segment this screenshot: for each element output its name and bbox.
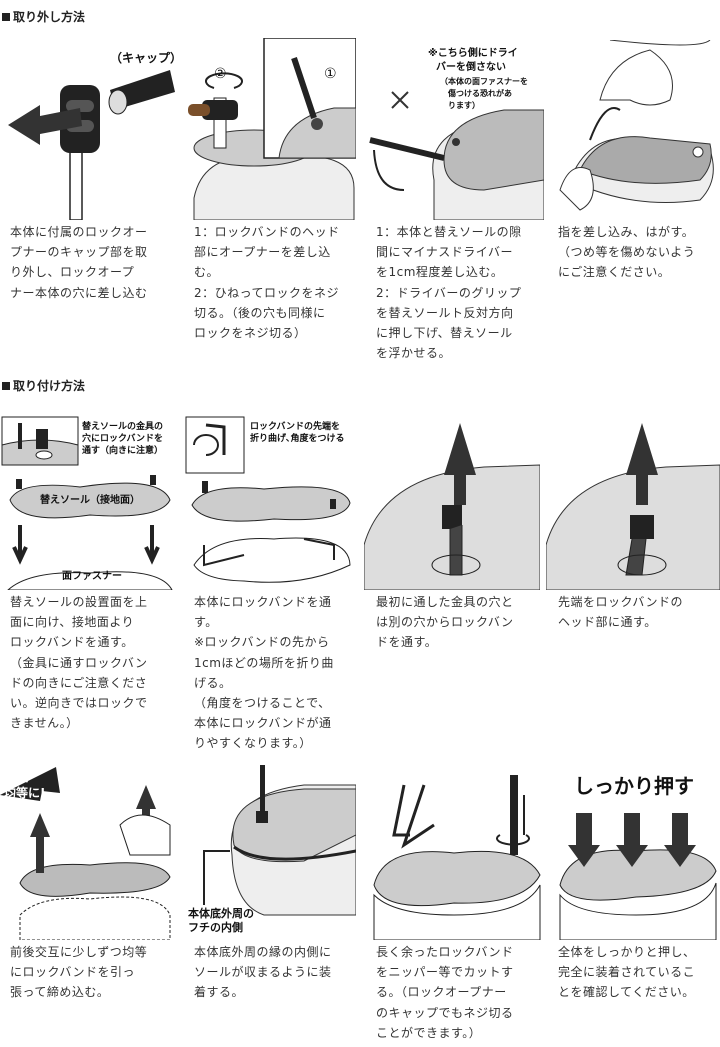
removal-step3-text: 1：本体と替えソールの隙 間にマイナスドライバー を1cm程度差し込む。 2：ド… [376, 225, 522, 361]
warning-label-5: ります） [448, 100, 480, 110]
install-step4-illustration [546, 415, 720, 590]
removal-step2-text: 1：ロックバンドのヘッド 部にオープナーを差し込 む。 2：ひねってロックをネジ… [194, 225, 340, 341]
removal-step2-illustration: ② ① [184, 38, 356, 220]
square-bullet-icon [2, 382, 10, 390]
install-step7-illustration [364, 765, 544, 940]
install-step5-illustration: 前後 均等に! [0, 765, 180, 940]
removal-step1-text: 本体に付属のロックオー プナーのキャップ部を取 り外し、ロックオープ ナー本体の… [10, 225, 148, 300]
warning-label-1: ※こちら側にドライ [428, 46, 518, 59]
install-step2-text: 本体にロックバンドを通 す。 ※ロックバンドの先から 1cmほどの場所を折り曲 … [194, 595, 334, 751]
install-step3-illustration [364, 415, 540, 590]
install-step1-illustration: 替えソールの金具の 穴にロックバンドを 通す（向きに注意） 替えソール（接地面）… [0, 415, 180, 590]
install-step7-text: 長く余ったロックバンド をニッパー等でカットす る。（ロックオープナー のキャッ… [376, 945, 514, 1040]
install-step8-illustration: しっかり押す [546, 765, 720, 940]
install-step4-text: 先端をロックバンドの ヘッド部に通す。 [558, 595, 684, 630]
rim-label-2: フチの内側 [188, 920, 243, 934]
install-step5-text: 前後交互に少しずつ均等 にロックバンドを引っ 張って締め込む。 [10, 945, 148, 1000]
install-step6-text: 本体底外周の縁の内側に ソールが収まるように装 着する。 [194, 945, 332, 1000]
install-step8-text: 全体をしっかりと押し、 完全に装着されているこ とを確認してください。 [558, 945, 696, 1000]
removal-step1-illustration: （キャップ） [0, 30, 180, 220]
install-step3-text: 最初に通した金具の穴と は別の穴からロックバン ドを通す。 [376, 595, 514, 650]
warning-label-4: 傷つける恐れがあ [447, 88, 512, 98]
sole-label: 替えソール（接地面） [40, 493, 140, 506]
fastener-label: 面ファスナー [62, 570, 122, 582]
install-step6-illustration: 本体底外周の フチの内側 [184, 765, 356, 940]
inset-label-1: 替えソールの金具の [82, 420, 163, 432]
removal-step3-illustration: ※こちら側にドライ バーを倒さない （本体の面ファスナーを 傷つける恐れがあ り… [364, 40, 544, 220]
step2-marker: ② [214, 66, 227, 82]
press-firmly-label: しっかり押す [574, 774, 694, 798]
inset-label-3: 通す（向きに注意） [82, 444, 163, 456]
cap-label: （キャップ） [110, 50, 180, 65]
inset-label-2: 穴にロックバンドを [82, 432, 163, 444]
step1-marker: ① [324, 66, 337, 82]
section-removal-heading: 取り外し方法 [2, 8, 85, 25]
badge-label-2: 均等に! [4, 785, 45, 800]
warning-label-2: バーを倒さない [436, 60, 506, 73]
inset-label-1: ロックバンドの先端を [250, 420, 340, 432]
badge-label-1: 前後 [4, 769, 29, 784]
inset-label-2: 折り曲げ､角度をつける [250, 432, 345, 444]
rim-label-1: 本体底外周の [188, 906, 254, 920]
install-step2-illustration: ロックバンドの先端を 折り曲げ､角度をつける [184, 415, 356, 590]
section-install-heading: 取り付け方法 [2, 377, 85, 394]
square-bullet-icon [2, 13, 10, 21]
removal-step4-text: 指を差し込み、はがす。 （つめ等を傷めないよう にご注意ください。 [558, 225, 696, 280]
install-step1-text: 替えソールの設置面を上 面に向け、接地面より ロックバンドを通す。 （金具に通す… [10, 595, 148, 731]
removal-step4-illustration [550, 40, 720, 220]
warning-label-3: （本体の面ファスナーを [440, 76, 528, 86]
